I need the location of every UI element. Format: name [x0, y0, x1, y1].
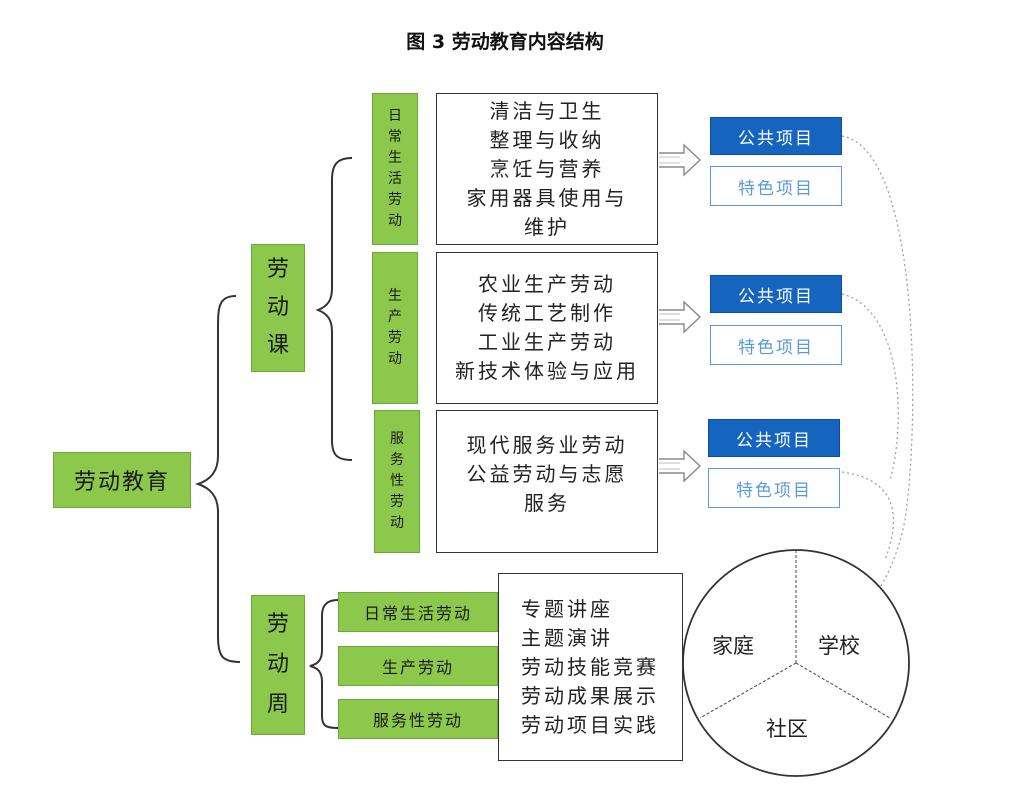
- course-category-production: 生产劳动: [372, 252, 418, 404]
- content-item: 传统工艺制作: [478, 301, 616, 325]
- week-category-service: 服务性劳动: [338, 699, 498, 739]
- week-node: 劳动周: [251, 595, 305, 735]
- content-item: 整理与收纳: [489, 127, 605, 152]
- week-category-production: 生产劳动: [338, 646, 498, 686]
- course-content-service: 现代服务业劳动 公益劳动与志愿 服务: [436, 410, 658, 553]
- special-project-box: 特色项目: [708, 468, 840, 508]
- root-node: 劳动教育: [53, 452, 191, 508]
- circle-label-school: 学校: [818, 634, 860, 658]
- activity-item: 劳动技能竞赛: [521, 654, 659, 679]
- content-item: 家用器具使用与: [466, 185, 628, 210]
- content-item: 新技术体验与应用: [455, 359, 639, 383]
- course-node: 劳动课: [251, 244, 305, 372]
- circle-label-community: 社区: [766, 717, 808, 741]
- week-label: 劳动周: [266, 612, 289, 717]
- course-label: 劳动课: [266, 257, 289, 358]
- week-category-daily: 日常生活劳动: [338, 592, 498, 632]
- content-item: 烹饪与营养: [489, 156, 605, 181]
- activity-item: 劳动项目实践: [521, 712, 659, 737]
- course-content-daily: 清洁与卫生 整理与收纳 烹饪与营养 家用器具使用与 维护: [436, 93, 658, 245]
- circle-label-family: 家庭: [712, 634, 754, 658]
- public-project-box: 公共项目: [710, 275, 842, 313]
- public-project-box: 公共项目: [710, 117, 842, 155]
- content-item: 农业生产劳动: [478, 272, 616, 296]
- course-category-label: 日常生活劳动: [388, 108, 402, 229]
- activity-item: 劳动成果展示: [521, 683, 659, 708]
- course-category-label: 生产劳动: [388, 288, 402, 367]
- course-category-service: 服务性劳动: [374, 410, 420, 553]
- activity-item: 主题演讲: [521, 625, 613, 650]
- content-item: 维护: [524, 214, 570, 239]
- activity-item: 专题讲座: [521, 596, 613, 621]
- week-activities: 专题讲座 主题演讲 劳动技能竞赛 劳动成果展示 劳动项目实践: [498, 573, 683, 761]
- course-category-label: 服务性劳动: [390, 431, 404, 531]
- course-category-daily: 日常生活劳动: [372, 93, 418, 245]
- public-project-box: 公共项目: [708, 419, 840, 457]
- content-item: 工业生产劳动: [478, 330, 616, 354]
- content-item: 公益劳动与志愿: [466, 462, 628, 486]
- page-title: 图 3 劳动教育内容结构: [406, 31, 604, 53]
- content-item: 服务: [524, 491, 570, 515]
- course-content-production: 农业生产劳动 传统工艺制作 工业生产劳动 新技术体验与应用: [436, 252, 658, 404]
- special-project-box: 特色项目: [710, 325, 842, 365]
- content-item: 清洁与卫生: [489, 98, 605, 123]
- content-item: 现代服务业劳动: [466, 433, 628, 457]
- special-project-box: 特色项目: [710, 166, 842, 206]
